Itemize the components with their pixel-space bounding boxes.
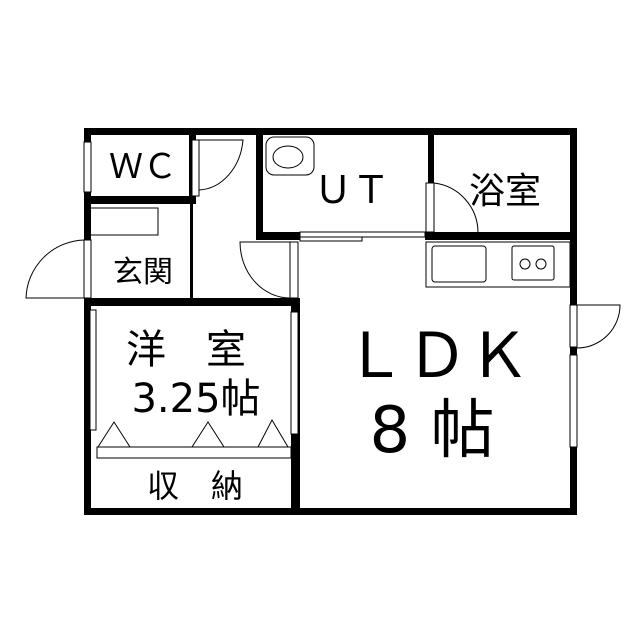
room-label-entrance: 玄関 [113, 255, 173, 290]
sink-icon [431, 245, 487, 283]
washbasin-icon [265, 136, 315, 176]
room-label-bath: 浴室 [469, 171, 541, 212]
kitchen-counter [425, 241, 571, 288]
fixtures [96, 136, 571, 459]
room-label-wc: ＷＣ [109, 147, 177, 187]
room-label-ldk: ＬＤＫ [344, 319, 530, 392]
room-size-ldk: 8 帖 [369, 394, 494, 468]
room-label-western: 洋 室 [126, 327, 246, 373]
closet-rail [96, 446, 292, 459]
room-label-storage: 収 納 [147, 467, 243, 505]
windows-doors [25, 139, 621, 448]
room-label-ut: ＵＴ [314, 168, 390, 212]
room-size-western: 3.25帖 [131, 376, 260, 422]
stove-icon [511, 245, 555, 281]
